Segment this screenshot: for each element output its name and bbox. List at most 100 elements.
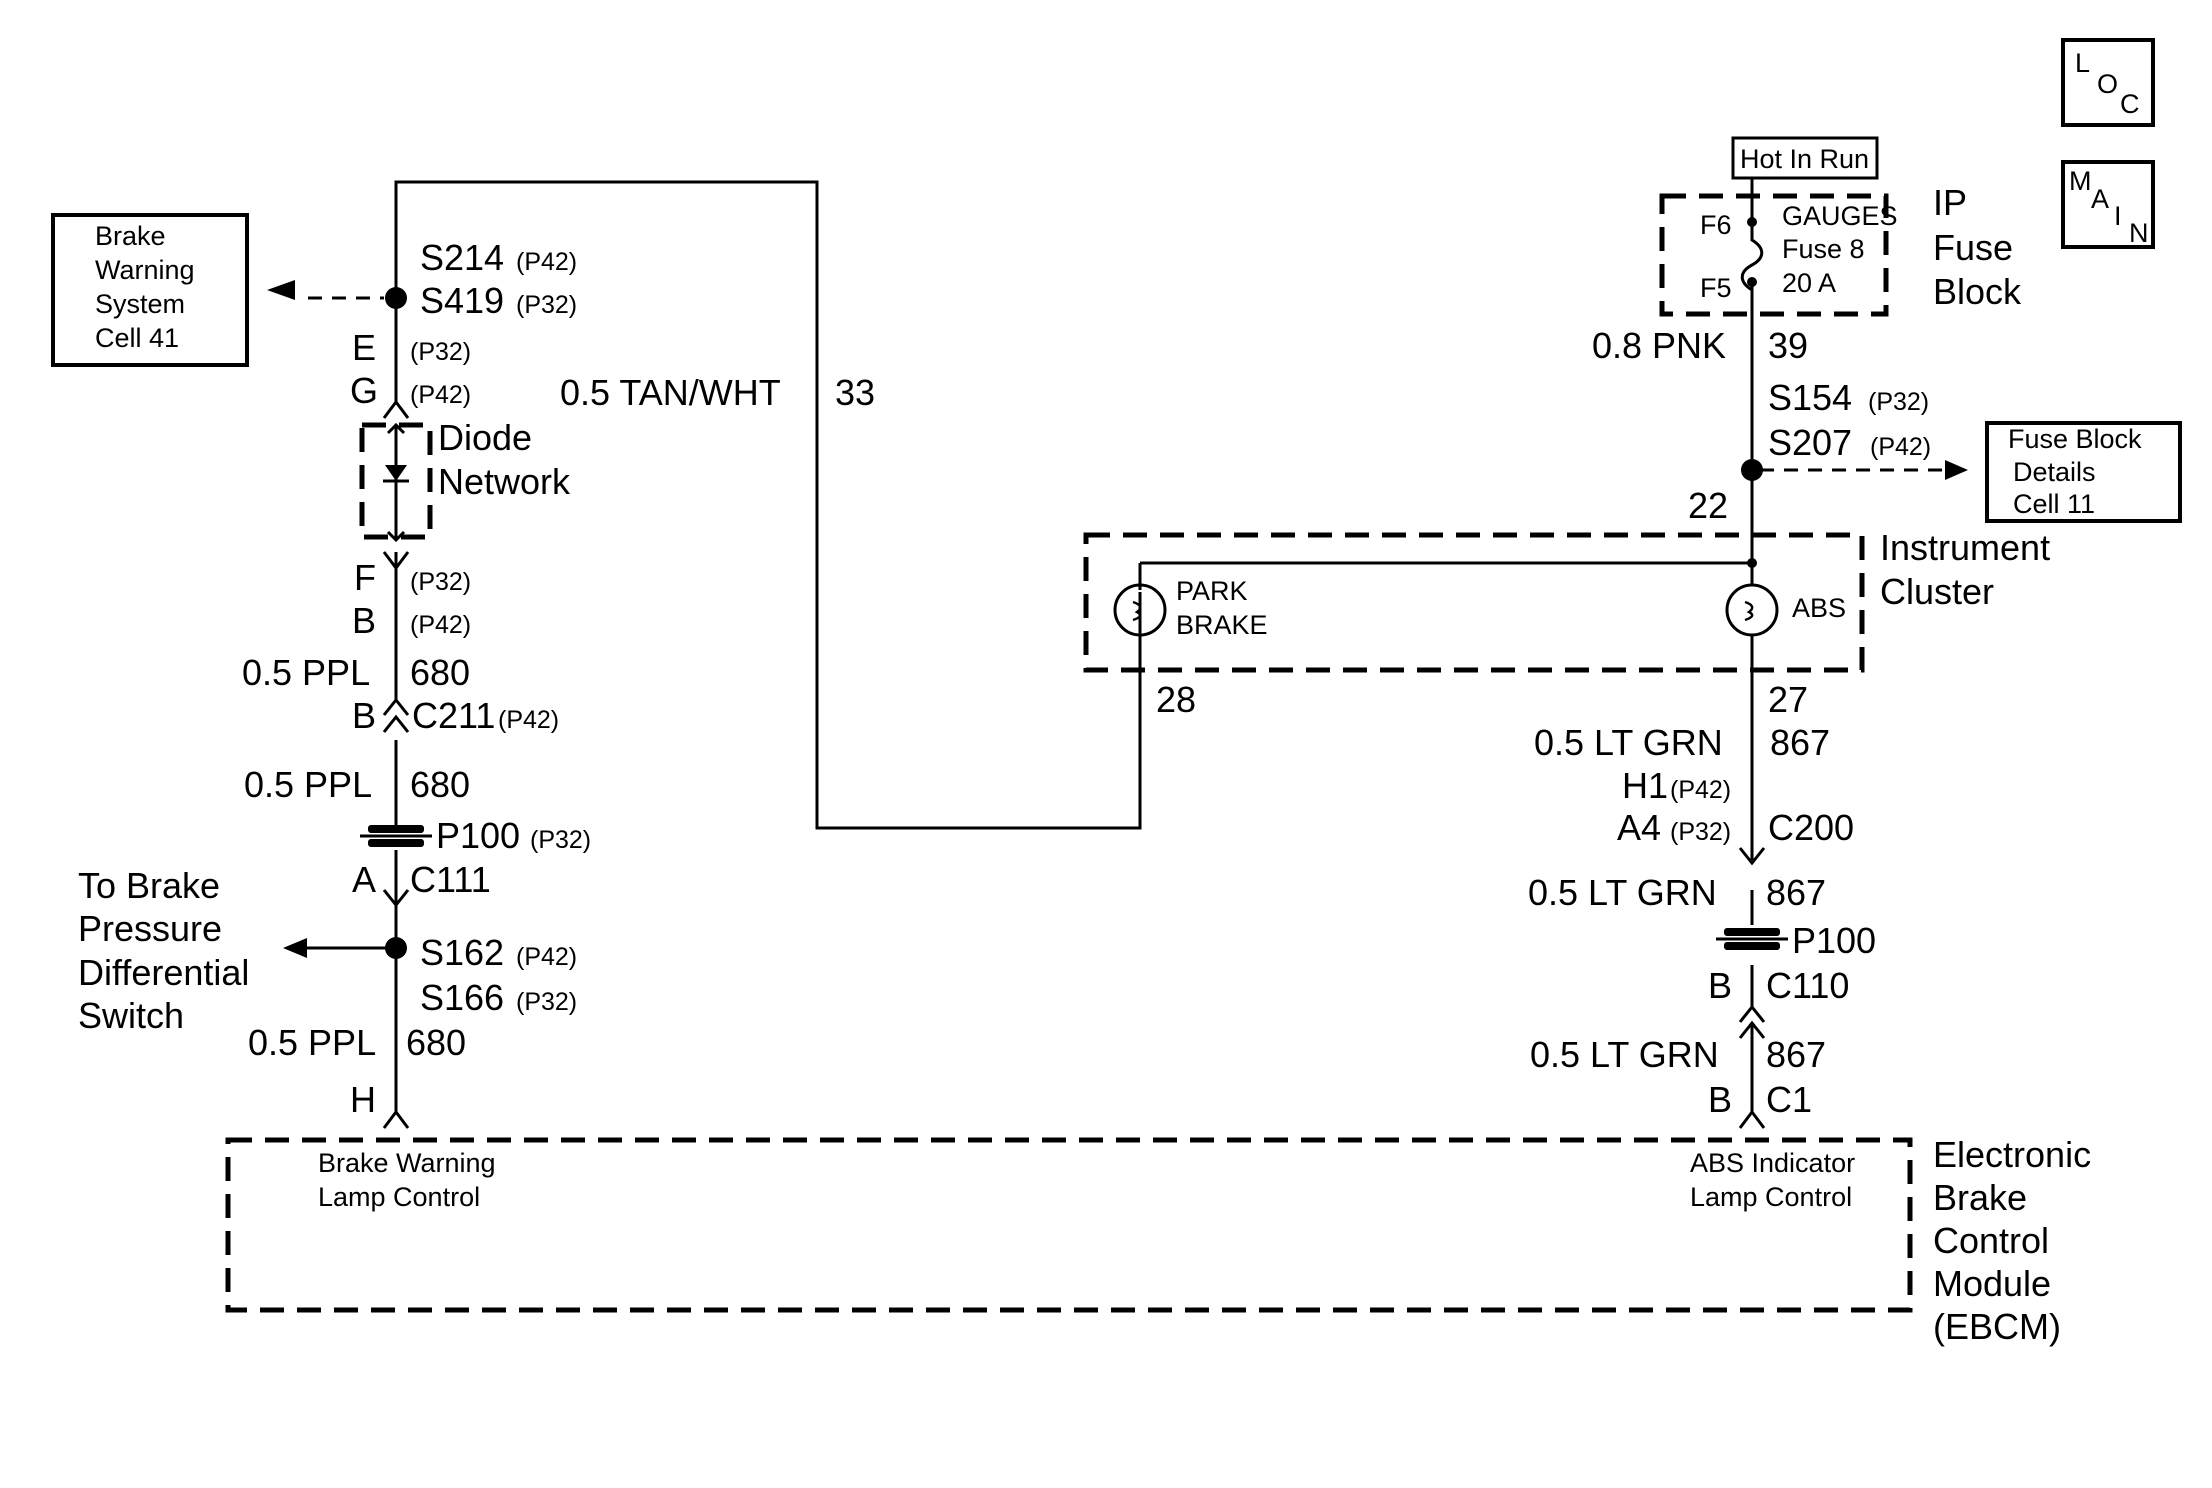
instrument-cluster-title-1: Instrument: [1880, 527, 2050, 568]
ref-arrow-right: [1760, 460, 1968, 480]
diode-network-label-1: Diode: [438, 417, 532, 458]
to-switch-label-4: Switch: [78, 995, 184, 1036]
connector-c211-lower: [382, 714, 410, 733]
ebcm-title-3: Control: [1933, 1220, 2049, 1261]
instrument-cluster-title-2: Cluster: [1880, 571, 1994, 612]
loc-letter-o: O: [2097, 69, 2118, 99]
wire-lt-grn-num-2: 867: [1766, 872, 1826, 913]
p100-label-right: P100: [1792, 920, 1876, 961]
main-letter-i: I: [2114, 201, 2122, 231]
fuse-pin-f6: F6: [1700, 210, 1732, 240]
brake-warning-system-ref[interactable]: Brake Warning System Cell 41: [51, 213, 249, 367]
pin-b-c1: B: [1708, 1079, 1732, 1120]
fuse-label-2: Fuse 8: [1782, 234, 1865, 264]
connector-c211-upper: [382, 697, 410, 716]
ip-fuse-block-title-1: IP: [1933, 182, 1967, 223]
connector-c200-chevron: [1738, 847, 1766, 866]
splice-s166-label: S166: [420, 977, 504, 1018]
pin-g: G: [350, 370, 378, 411]
pin-b-upper: B: [352, 600, 376, 641]
pin-a4: A4: [1617, 807, 1661, 848]
pin-e: E: [352, 327, 376, 368]
pin-h1: H1: [1622, 765, 1668, 806]
main-letter-n: N: [2129, 218, 2149, 248]
pin-27: 27: [1768, 679, 1808, 720]
ref-arrow-left: [267, 280, 384, 300]
loc-letter-l: L: [2075, 48, 2090, 78]
park-brake-label-2: BRAKE: [1176, 610, 1268, 640]
splice-s207: [1741, 459, 1763, 481]
wire-ppl-num-3: 680: [406, 1022, 466, 1063]
splice-s419-note: (P32): [516, 291, 577, 319]
wire-lt-grn-label-1: 0.5 LT GRN: [1534, 722, 1723, 763]
to-switch-label-3: Differential: [78, 952, 249, 993]
svg-text:Hot In Run: Hot In Run: [1740, 144, 1869, 174]
connector-c110-label: C110: [1766, 965, 1849, 1006]
pin-h: H: [350, 1079, 376, 1120]
wire-tan-wht-num: 33: [835, 372, 875, 413]
ebcm-title-1: Electronic: [1933, 1134, 2091, 1175]
wire-pnk-label: 0.8 PNK: [1592, 325, 1726, 366]
pin-h1-note: (P42): [1670, 776, 1731, 804]
ref-line-3: System: [95, 289, 185, 319]
connector-f-chevron: [382, 551, 410, 571]
to-switch-arrow: [283, 938, 307, 958]
wire-ppl-num-2: 680: [410, 764, 470, 805]
splice-s419-label: S419: [420, 280, 504, 321]
ebcm-title-4: Module: [1933, 1263, 2051, 1304]
fuse-block-details-ref[interactable]: Fuse Block Details Cell 11: [1985, 421, 2182, 523]
instrument-cluster-outline: [1083, 532, 1865, 673]
ip-fuse-block-title-3: Block: [1933, 271, 2022, 312]
connector-c200-label: C200: [1768, 807, 1854, 848]
ebcm-left-label-1: Brake Warning: [318, 1148, 496, 1178]
pin-e-note: (P32): [410, 338, 471, 366]
connector-c211-note: (P42): [498, 706, 559, 734]
fuse-label-3: 20 A: [1782, 268, 1836, 298]
pin-b-c110: B: [1708, 965, 1732, 1006]
connector-c110-lower: [1738, 1020, 1766, 1039]
wire-ppl-num-1: 680: [410, 652, 470, 693]
park-brake-bulb-icon: [1113, 583, 1167, 637]
loc-letter-c: C: [2120, 89, 2140, 119]
pin-b-c211: B: [352, 695, 376, 736]
main-button[interactable]: M A I N: [2061, 160, 2155, 249]
splice-s166-note: (P32): [516, 988, 577, 1016]
left-circuit-wires: [394, 180, 1142, 1112]
wire-lt-grn-num-3: 867: [1766, 1034, 1826, 1075]
pin-a4-note: (P32): [1670, 818, 1731, 846]
pin-f-note: (P32): [410, 568, 471, 596]
p100-passthrough-icon-left: [360, 825, 432, 847]
fuse-pin-f5: F5: [1700, 273, 1732, 303]
wire-tan-wht-label: 0.5 TAN/WHT: [560, 372, 781, 413]
hot-in-run-label: Hot In Run: [1731, 136, 1879, 180]
loc-button[interactable]: L O C: [2061, 38, 2155, 127]
wire-lt-grn-num-1: 867: [1770, 722, 1830, 763]
wire-pnk-num: 39: [1768, 325, 1808, 366]
wire-ppl-label-3: 0.5 PPL: [248, 1022, 376, 1063]
to-switch-label-2: Pressure: [78, 908, 222, 949]
connector-g-chevron: [382, 399, 410, 419]
connector-c111-chevron: [382, 889, 410, 908]
fuse-ref-line-1: Fuse Block: [2008, 424, 2142, 454]
connector-c1-label: C1: [1766, 1079, 1812, 1120]
main-letter-m: M: [2069, 166, 2092, 196]
ip-fuse-block-title-2: Fuse: [1933, 227, 2013, 268]
splice-s207-label: S207: [1768, 422, 1852, 463]
splice-s207-note: (P42): [1870, 433, 1931, 461]
wire-lt-grn-label-2: 0.5 LT GRN: [1528, 872, 1717, 913]
pin-g-note: (P42): [410, 381, 471, 409]
ref-line-4: Cell 41: [95, 323, 179, 353]
to-switch-label-1: To Brake: [78, 865, 220, 906]
pin-22: 22: [1688, 485, 1728, 526]
splice-s214-label: S214: [420, 237, 504, 278]
splice-s162-note: (P42): [516, 943, 577, 971]
connector-c211-label: C211: [412, 695, 495, 736]
wire-ppl-label-1: 0.5 PPL: [242, 652, 370, 693]
fuse-ref-line-3: Cell 11: [2013, 489, 2095, 519]
ebcm-right-label-1: ABS Indicator: [1690, 1148, 1855, 1178]
splice-s154-label: S154: [1768, 377, 1852, 418]
splice-s214: [385, 287, 407, 309]
ebcm-right-label-2: Lamp Control: [1690, 1182, 1852, 1212]
diode-icon: [383, 422, 409, 543]
